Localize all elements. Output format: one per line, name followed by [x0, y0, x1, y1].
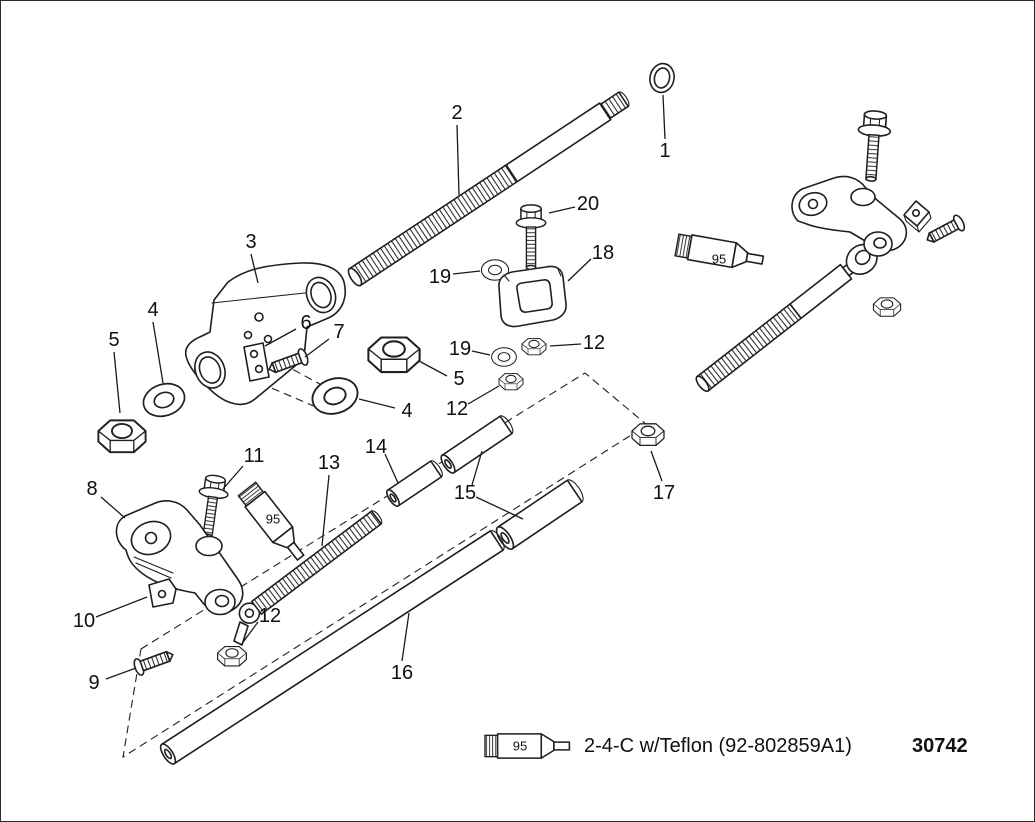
callout-8: 8	[86, 478, 97, 500]
callout-leader-15	[471, 450, 483, 486]
callout-3: 3	[245, 231, 256, 253]
callout-leader-20	[548, 206, 576, 214]
callout-leader-11	[222, 465, 244, 490]
part-nut-12b	[498, 373, 524, 391]
callout-14: 14	[365, 436, 387, 458]
part-nut-17	[631, 423, 665, 447]
callout-leader-15	[475, 496, 524, 520]
callout-leader-4	[152, 321, 164, 384]
callout-15: 15	[454, 482, 476, 504]
part-nut-right	[872, 297, 902, 317]
callout-leader-12	[240, 621, 259, 646]
callout-1: 1	[659, 140, 670, 162]
part-washer-4a	[138, 377, 190, 423]
part-retainer-plate-6	[243, 342, 270, 382]
callout-17: 17	[653, 482, 675, 504]
part-bolt-20	[515, 204, 547, 271]
callout-leader-5	[113, 351, 121, 414]
callout-7: 7	[333, 321, 344, 343]
callout-16: 16	[391, 662, 413, 684]
callout-10: 10	[73, 610, 95, 632]
callout-leader-12	[467, 385, 500, 405]
part-nut-5b	[367, 336, 421, 374]
callout-leader-3	[250, 253, 259, 284]
callout-leader-4	[358, 398, 396, 409]
callout-12: 12	[259, 605, 281, 627]
callout-13: 13	[318, 452, 340, 474]
part-spacer-tube-15b	[495, 479, 584, 550]
callout-leader-14	[384, 453, 399, 484]
lube-tube-label: 95	[712, 252, 726, 267]
callout-11: 11	[244, 445, 265, 467]
part-screw-9	[131, 645, 177, 678]
callout-9: 9	[88, 672, 99, 694]
callout-leader-19	[471, 350, 491, 356]
callout-5: 5	[453, 368, 464, 390]
part-clamp-block-18	[498, 265, 567, 328]
callout-4: 4	[147, 299, 158, 321]
legend-lubricant-number: 95	[513, 739, 527, 754]
part-clip-10	[148, 578, 177, 608]
part-link-rod-13	[238, 509, 383, 624]
callout-leader-18	[567, 258, 592, 282]
lube-tube-label: 95	[266, 512, 280, 527]
callout-leader-17	[650, 450, 663, 482]
part-washer-19b	[491, 347, 517, 367]
callout-leader-16	[401, 612, 410, 662]
legend-lubricant-text: 2-4-C w/Teflon (92-802859A1)	[584, 735, 852, 757]
part-nut-12c	[217, 645, 247, 667]
part-washer-4b	[306, 371, 364, 421]
part-oring-1	[649, 62, 675, 94]
callout-leader-2	[456, 124, 460, 196]
callout-leader-5	[418, 360, 448, 377]
legend: 95 2-4-C w/Teflon (92-802859A1) 30742	[484, 733, 968, 759]
part-bracket-3	[184, 262, 346, 406]
callout-19: 19	[429, 266, 451, 288]
callout-6: 6	[300, 312, 311, 334]
callout-leader-10	[95, 596, 148, 618]
part-steering-arm-right	[791, 175, 908, 257]
callout-12: 12	[446, 398, 468, 420]
callout-leader-12	[549, 343, 582, 347]
part-tie-bar-rod-2	[347, 91, 630, 287]
callout-leader-1	[662, 94, 666, 140]
part-steering-arm-8	[115, 500, 244, 616]
part-ball-stud	[233, 621, 249, 646]
part-nut-5a	[97, 419, 147, 454]
callout-leader-7	[304, 338, 330, 358]
part-spacer-tube-15a	[440, 415, 514, 474]
callout-12: 12	[583, 332, 605, 354]
callout-19: 19	[449, 338, 471, 360]
callout-leader-13	[321, 474, 330, 547]
callout-leader-19	[452, 270, 481, 275]
part-long-tube-16	[159, 529, 505, 765]
callout-leader-6	[264, 328, 297, 347]
part-wedge-right	[903, 200, 932, 233]
callout-20: 20	[577, 193, 599, 215]
callout-2: 2	[451, 102, 462, 124]
diagram-number: 30742	[912, 735, 968, 757]
part-bolt-right	[854, 109, 893, 184]
part-spacer-tube-14	[386, 460, 443, 507]
callout-4: 4	[401, 400, 412, 422]
callout-leader-8	[100, 496, 126, 519]
part-nut-12a	[521, 338, 547, 356]
callout-18: 18	[592, 242, 614, 264]
callout-5: 5	[108, 329, 119, 351]
callout-leader-9	[105, 667, 137, 680]
